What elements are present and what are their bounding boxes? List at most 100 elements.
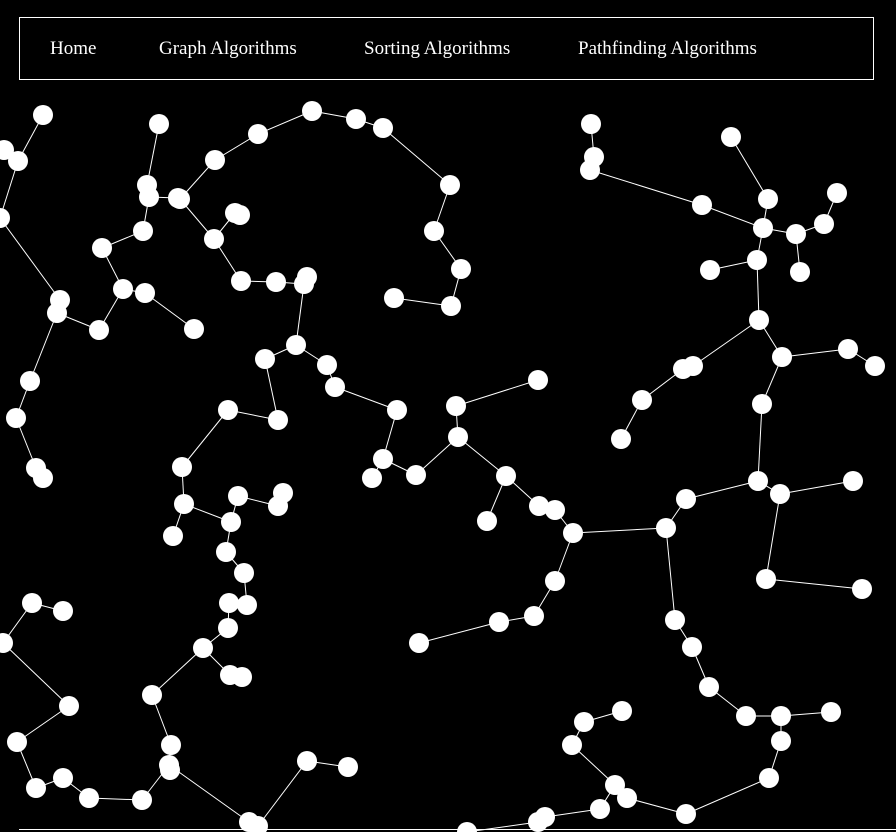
- graph-edge: [144, 292, 195, 330]
- graph-node: [612, 701, 632, 721]
- graph-node: [424, 221, 444, 241]
- graph-node: [771, 706, 791, 726]
- graph-edge: [589, 169, 703, 206]
- graph-node: [113, 279, 133, 299]
- graph-node: [174, 494, 194, 514]
- graph-edge: [295, 283, 305, 346]
- nav-home-link[interactable]: Home: [50, 38, 97, 59]
- graph-edge: [685, 480, 759, 500]
- graph-node: [205, 150, 225, 170]
- graph-node: [611, 429, 631, 449]
- graph-node: [838, 339, 858, 359]
- graph-node: [373, 118, 393, 138]
- graph-node: [22, 593, 42, 613]
- graph-node: [0, 633, 13, 653]
- graph-node: [338, 757, 358, 777]
- graph-node: [753, 218, 773, 238]
- graph-node: [232, 667, 252, 687]
- graph-node: [89, 320, 109, 340]
- graph-node: [384, 288, 404, 308]
- graph-node: [225, 203, 245, 223]
- graph-node: [172, 457, 192, 477]
- graph-node: [748, 471, 768, 491]
- graph-edge: [151, 647, 204, 696]
- graph-node: [0, 208, 10, 228]
- graph-node: [574, 712, 594, 732]
- graph-node: [297, 751, 317, 771]
- graph-node: [59, 696, 79, 716]
- graph-node: [159, 755, 179, 775]
- graph-edge: [457, 436, 507, 477]
- graph-node: [721, 127, 741, 147]
- graph-node: [496, 466, 516, 486]
- graph-nodes: [0, 101, 885, 832]
- graph-node: [584, 147, 604, 167]
- graph-edge: [257, 760, 308, 827]
- graph-node: [204, 229, 224, 249]
- graph-node: [219, 593, 239, 613]
- graph-node: [852, 579, 872, 599]
- graph-node: [682, 637, 702, 657]
- graph-node: [302, 101, 322, 121]
- graph-edge: [757, 403, 763, 482]
- graph-node: [255, 349, 275, 369]
- graph-node: [529, 496, 549, 516]
- graph-node: [47, 303, 67, 323]
- graph-edge: [765, 578, 863, 590]
- graph-node: [747, 250, 767, 270]
- graph-node: [7, 732, 27, 752]
- graph-node: [790, 262, 810, 282]
- graph-node: [673, 359, 693, 379]
- graph-edge: [455, 379, 539, 407]
- graph-edge: [756, 259, 760, 321]
- graph-node: [562, 735, 582, 755]
- graph-edge: [626, 797, 687, 815]
- graph-edge: [701, 204, 764, 229]
- graph-node: [457, 822, 477, 832]
- graph-node: [149, 114, 169, 134]
- graph-edge: [692, 319, 760, 367]
- graph-node: [700, 260, 720, 280]
- nav-pathfinding-algorithms-link[interactable]: Pathfinding Algorithms: [578, 38, 757, 59]
- graph-node: [161, 735, 181, 755]
- graph-node: [53, 601, 73, 621]
- graph-node: [132, 790, 152, 810]
- graph-node: [373, 449, 393, 469]
- bottom-divider: [19, 829, 896, 830]
- graph-node: [736, 706, 756, 726]
- graph-node: [221, 512, 241, 532]
- graph-node: [665, 610, 685, 630]
- graph-node: [237, 595, 257, 615]
- graph-node: [193, 638, 213, 658]
- graph-edge: [334, 386, 398, 411]
- nav-sorting-algorithms-link[interactable]: Sorting Algorithms: [364, 38, 511, 59]
- graph-node: [26, 778, 46, 798]
- graph-node: [477, 511, 497, 531]
- graph-node: [827, 183, 847, 203]
- main-navbar: Home Graph Algorithms Sorting Algorithms…: [19, 17, 874, 80]
- graph-node: [814, 214, 834, 234]
- nav-graph-algorithms-link[interactable]: Graph Algorithms: [159, 38, 297, 59]
- graph-node: [758, 189, 778, 209]
- graph-node: [524, 606, 544, 626]
- graph-edge: [779, 480, 854, 495]
- graph-node: [451, 259, 471, 279]
- graph-node: [142, 685, 162, 705]
- graph-edge: [2, 642, 70, 707]
- graph-edge: [0, 217, 61, 301]
- graph-edge: [146, 123, 160, 186]
- graph-node: [699, 677, 719, 697]
- graph-edge: [181, 409, 229, 468]
- graph-node: [865, 356, 885, 376]
- graph-node: [770, 484, 790, 504]
- graph-node: [163, 526, 183, 546]
- graph-node: [676, 489, 696, 509]
- graph-node: [581, 114, 601, 134]
- graph-edge: [781, 348, 849, 358]
- graph-node: [528, 812, 548, 832]
- graph-node: [786, 224, 806, 244]
- graph-node: [20, 371, 40, 391]
- graph-edge: [16, 705, 70, 743]
- graph-node: [605, 775, 625, 795]
- graph-node: [590, 799, 610, 819]
